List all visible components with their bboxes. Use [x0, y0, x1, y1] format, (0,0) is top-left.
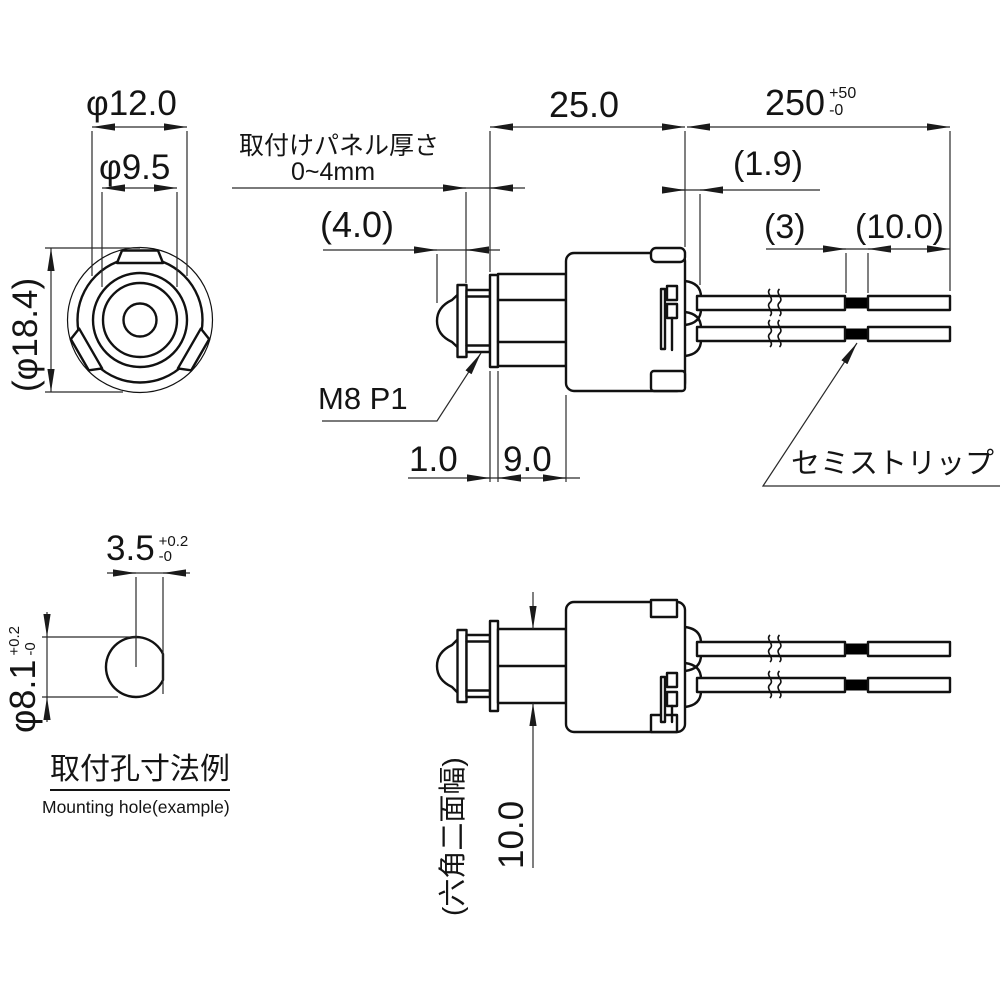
- dim-lens-diameter: φ9.5: [99, 148, 171, 187]
- semistrip-leader-line: [761, 342, 1000, 487]
- panel-thickness-note: 取付けパネル厚さ: [239, 132, 440, 160]
- lead-length-value: 250: [765, 82, 826, 123]
- tolerance-lower: -0: [21, 642, 39, 656]
- connector-body: [564, 251, 687, 393]
- bezel-ring: [456, 283, 468, 359]
- lead-length-tolerance: +50 -0: [829, 85, 857, 120]
- tolerance-upper: +0.2: [158, 532, 189, 550]
- dim-hole-flat: 3.5 +0.2 -0: [106, 529, 189, 568]
- hole-diameter-tolerance: +0.2 -0: [6, 625, 39, 656]
- hole-flat-tolerance: +0.2 -0: [158, 532, 189, 566]
- dim-flange-diameter: (φ18.4): [6, 277, 45, 392]
- dim-washer-thickness: 1.0: [409, 440, 458, 479]
- dim-hole-diameter: φ8.1 +0.2 -0: [2, 625, 43, 733]
- bezel-ring: [456, 628, 468, 704]
- side-view-dimensions: [232, 123, 1000, 487]
- dim-lead-length: 250 +50 -0: [765, 84, 856, 122]
- lead-wire: [695, 640, 952, 658]
- anti-rotation-tab: [176, 327, 211, 372]
- tolerance-upper: +50: [829, 85, 857, 103]
- connector-notch: [649, 598, 679, 619]
- semi-strip-mark: [846, 328, 868, 340]
- connector-notch: [649, 369, 687, 393]
- thread-section: [465, 288, 492, 354]
- lead-wire: [695, 294, 952, 312]
- lens-circle: [101, 281, 179, 359]
- panel-thickness-range: 0~4mm: [291, 158, 376, 186]
- lens-tip-circle: [122, 302, 158, 338]
- dim-latch-protrusion: (1.9): [733, 145, 803, 183]
- dim-semistrip-length: (3): [764, 208, 806, 246]
- anti-rotation-tab: [115, 249, 165, 265]
- semi-strip-mark: [846, 643, 868, 655]
- mounting-hole-drawing: [104, 635, 165, 699]
- connector-tab: [649, 246, 687, 264]
- semi-strip-mark: [846, 297, 868, 309]
- connector-latch: [659, 671, 679, 724]
- dim-bezel-depth: (4.0): [320, 204, 395, 245]
- connector-body: [564, 600, 687, 734]
- connector-latch: [659, 284, 679, 352]
- side-view-drawing: [435, 246, 952, 393]
- hole-diameter-value: φ8.1: [2, 659, 43, 733]
- thread-leader-line: [322, 352, 482, 422]
- hex-width-note: (六角二面幅): [437, 757, 468, 916]
- mounting-hole-dimensions: [42, 569, 190, 722]
- anti-rotation-tab: [69, 327, 104, 372]
- dim-hex-length: 9.0: [503, 440, 552, 479]
- thread-section: [465, 633, 492, 699]
- lead-wire: [695, 325, 952, 343]
- dim-body-length: 25.0: [549, 84, 620, 125]
- tolerance-upper: +0.2: [6, 625, 24, 656]
- tolerance-lower: -0: [829, 101, 844, 119]
- lead-wire: [695, 676, 952, 694]
- top-view-drawing: [435, 598, 952, 734]
- semi-strip-mark: [846, 679, 868, 691]
- hex-body: [496, 272, 568, 368]
- mounting-hole-subtitle: Mounting hole(example): [42, 797, 230, 817]
- dim-tip-length: (10.0): [855, 208, 944, 246]
- tolerance-lower: -0: [158, 548, 172, 566]
- thread-spec-label: M8 P1: [318, 381, 408, 416]
- hole-flat-value: 3.5: [106, 529, 155, 568]
- front-view-drawing: [66, 246, 214, 394]
- mounting-hole-outline: [104, 635, 165, 699]
- dim-body-diameter: φ12.0: [86, 84, 177, 123]
- bezel-circle: [91, 271, 189, 369]
- semistrip-note: セミストリップ: [791, 448, 995, 480]
- dim-hex-width: 10.0: [492, 800, 531, 869]
- front-view-dimensions: [45, 123, 188, 393]
- mounting-hole-title: 取付孔寸法例: [50, 754, 230, 791]
